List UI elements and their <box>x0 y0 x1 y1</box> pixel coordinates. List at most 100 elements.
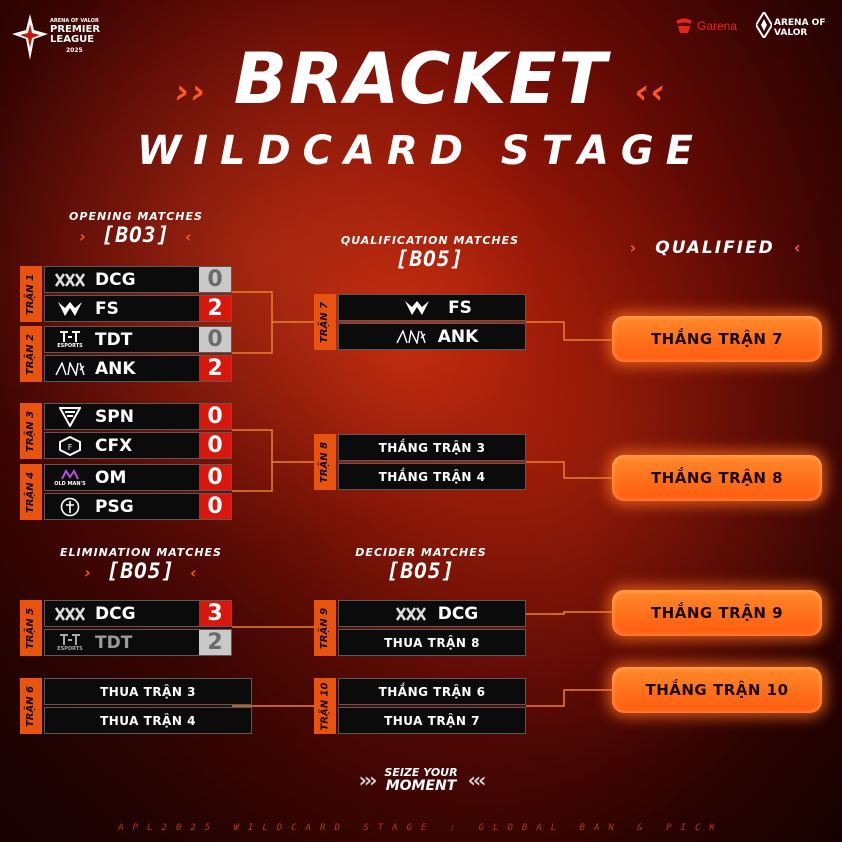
qualified-text: THẮNG TRẬN 9 <box>650 604 784 622</box>
svg-text:F: F <box>68 443 73 452</box>
team-score: 0 <box>199 404 231 429</box>
team-name: TDT <box>95 632 133 653</box>
slot-row[interactable]: THUA TRẬN 4 <box>44 707 252 734</box>
team-row[interactable]: ESPORTS TDT 2 <box>44 629 232 656</box>
decider-title: DECIDER MATCHES <box>355 546 487 559</box>
match-2[interactable]: TRẬN 2 ESPORTS TDT 0 ANK 2 <box>20 326 232 382</box>
footer-tagline: APL2025 WILDCARD STAGE : GLOBAL BAN & PI… <box>118 823 724 833</box>
ank-logo-icon <box>53 358 87 380</box>
qualified-slot[interactable]: THẮNG TRẬN 8 <box>612 455 822 501</box>
team-row[interactable]: FS <box>338 294 526 321</box>
team-row[interactable]: SPN 0 <box>44 403 232 430</box>
dcg-logo-icon <box>53 603 87 625</box>
match-1[interactable]: TRẬN 1 DCG 0 FS 2 <box>20 266 232 322</box>
om-logo-icon: OLD MAN'S <box>53 467 87 489</box>
slot-row[interactable]: THẮNG TRẬN 6 <box>338 678 526 705</box>
garena-icon <box>676 18 692 33</box>
match-label: TRẬN 2 <box>20 326 42 382</box>
aov-logo-text: ARENA OF VALOR <box>774 18 826 38</box>
team-score: 0 <box>199 494 231 519</box>
team-score: 0 <box>199 327 231 352</box>
slot-row[interactable]: THUA TRẬN 3 <box>44 678 252 705</box>
team-name: OM <box>95 467 127 488</box>
team-row[interactable]: F CFX 0 <box>44 432 232 459</box>
team-name: FS <box>95 298 119 319</box>
qualified-text: THẮNG TRẬN 7 <box>650 330 784 348</box>
match-label: TRẬN 8 <box>314 434 336 490</box>
team-row[interactable]: ESPORTS TDT 0 <box>44 326 232 353</box>
chevron-left-icon: ‹ <box>793 238 801 257</box>
tdt-logo-icon: ESPORTS <box>53 632 87 654</box>
slot-row[interactable]: THUA TRẬN 8 <box>338 629 526 656</box>
match-4[interactable]: TRẬN 4 OLD MAN'S OM 0 PSG 0 <box>20 464 232 520</box>
opening-header: OPENING MATCHES › [BO3] ‹ <box>36 210 236 247</box>
team-row[interactable]: DCG 0 <box>44 266 232 293</box>
match-5[interactable]: TRẬN 5 DCG 3 ESPORTS TDT 2 <box>20 600 232 656</box>
elimination-header: ELIMINATION MATCHES › [BO5] ‹ <box>36 546 246 583</box>
slot-row[interactable]: THUA TRẬN 7 <box>338 707 526 734</box>
match-label: TRẬN 3 <box>20 403 42 459</box>
qualified-slot[interactable]: THẮNG TRẬN 9 <box>612 590 822 636</box>
team-score: 2 <box>199 296 231 321</box>
team-row[interactable]: DCG <box>338 600 526 627</box>
team-row[interactable]: FS 2 <box>44 295 232 322</box>
match-8[interactable]: TRẬN 8 THẮNG TRẬN 3 THẮNG TRẬN 4 <box>314 434 526 490</box>
qualified-text: THẮNG TRẬN 10 <box>645 681 789 699</box>
slot-row[interactable]: THẮNG TRẬN 3 <box>338 434 526 461</box>
match-9[interactable]: TRẬN 9 DCG THUA TRẬN 8 <box>314 600 526 656</box>
apl-logo-small-text: ARENA OF VALOR <box>50 18 99 24</box>
qualification-format: [BO5] <box>395 247 465 271</box>
slogan-text: SEIZE YOUR MOMENT <box>384 765 458 794</box>
garena-logo: Garena <box>674 16 737 36</box>
team-score: 0 <box>199 465 231 490</box>
team-row[interactable]: OLD MAN'S OM 0 <box>44 464 232 491</box>
dcg-logo-icon <box>394 603 428 625</box>
team-name: ANK <box>95 358 136 379</box>
page-title: ›› BRACKET ‹‹ <box>0 38 842 120</box>
team-row[interactable]: PSG 0 <box>44 493 232 520</box>
opening-format-row: › [BO3] ‹ <box>36 223 236 247</box>
team-row[interactable]: ANK 2 <box>44 355 232 382</box>
team-name: DCG <box>437 603 479 624</box>
dcg-logo-icon <box>53 269 87 291</box>
qualified-slot[interactable]: THẮNG TRẬN 7 <box>612 316 822 362</box>
team-score: 3 <box>199 601 231 626</box>
team-score: 2 <box>199 630 231 655</box>
decider-format: [BO5] <box>386 559 456 583</box>
fs-logo-icon <box>400 297 434 319</box>
chevron-right-icon: › <box>629 238 637 257</box>
psg-logo-icon <box>53 496 87 518</box>
slot-text: THUA TRẬN 7 <box>384 713 480 728</box>
opening-format: [BO3] <box>101 223 171 247</box>
match-3[interactable]: TRẬN 3 SPN 0 F CFX 0 <box>20 403 232 459</box>
elimination-format: [BO5] <box>106 559 176 583</box>
team-score: 0 <box>199 267 231 292</box>
opening-title: OPENING MATCHES <box>69 210 203 223</box>
qualification-header: QUALIFICATION MATCHES [BO5] <box>316 234 544 271</box>
chevron-right-icon: › <box>82 563 94 582</box>
elimination-title: ELIMINATION MATCHES <box>60 546 222 559</box>
team-name: TDT <box>95 329 133 350</box>
match-10[interactable]: TRẬN 10 THẮNG TRẬN 6 THUA TRẬN 7 <box>314 678 526 734</box>
chevron-left-icon: ‹ <box>188 563 200 582</box>
elimination-format-row: › [BO5] ‹ <box>36 559 246 583</box>
team-row[interactable]: ANK <box>338 323 526 350</box>
match-label: TRẬN 4 <box>20 464 42 520</box>
match-6[interactable]: TRẬN 6 THUA TRẬN 3 THUA TRẬN 4 <box>20 678 252 734</box>
match-7[interactable]: TRẬN 7 FS ANK <box>314 294 526 350</box>
team-name: DCG <box>95 603 136 624</box>
title-text: BRACKET <box>233 38 609 120</box>
qualified-header: › QUALIFIED ‹ <box>610 238 820 258</box>
team-name: FS <box>448 297 472 318</box>
qualification-title: QUALIFICATION MATCHES <box>340 234 520 247</box>
match-label: TRẬN 6 <box>20 678 42 734</box>
slot-text: THẮNG TRẬN 3 <box>378 440 486 455</box>
team-name: PSG <box>95 496 134 517</box>
match-label: TRẬN 1 <box>20 266 42 322</box>
team-row[interactable]: DCG 3 <box>44 600 232 627</box>
team-name: ANK <box>437 326 479 347</box>
qualified-slot[interactable]: THẮNG TRẬN 10 <box>612 667 822 713</box>
slot-row[interactable]: THẮNG TRẬN 4 <box>338 463 526 490</box>
match-label: TRẬN 9 <box>314 600 336 656</box>
